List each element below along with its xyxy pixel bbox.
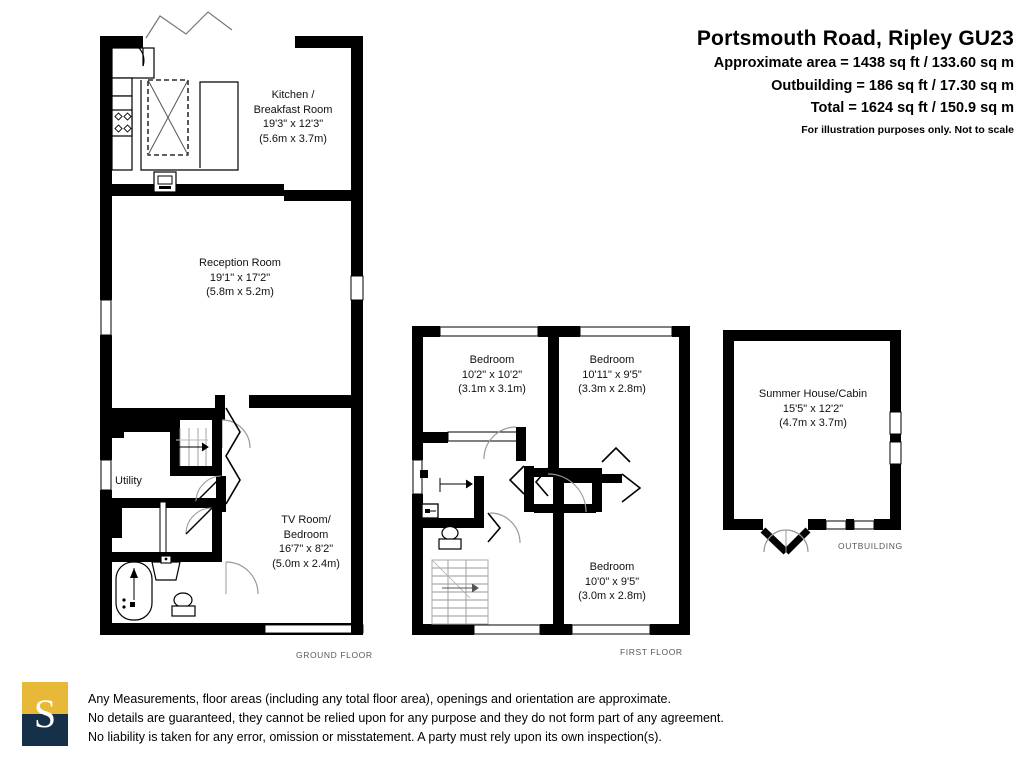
bedroom-1-label: Bedroom [469, 354, 515, 366]
caption-outbuilding: OUTBUILDING [838, 541, 903, 551]
total-area-text: Total = 1624 sq ft / 150.9 sq m [810, 100, 1014, 117]
bedroom-2-label: Bedroom [589, 354, 635, 366]
kitchen-dim-metric: (5.6m x 3.7m) [259, 132, 327, 145]
bedroom-1-dim-imperial: 10'2" x 10'2" [461, 368, 523, 381]
disclaimer-line-2: No details are guaranteed, they cannot b… [88, 710, 724, 725]
reception-dim-imperial: 19'1" x 17'2" [209, 271, 271, 284]
door-arc-tv-room [225, 561, 259, 595]
kitchen-counter-l [140, 80, 239, 171]
page-title: Portsmouth Road, Ripley GU23 [696, 27, 1014, 50]
room-label-tv-room: TV Room/ Bedroom 16'7" x 8'2" (5.0m x 2.… [252, 513, 360, 571]
room-label-bedroom-2: Bedroom 10'11" x 9'5" (3.3m x 2.8m) [560, 353, 664, 397]
bedroom-1-dim-metric: (3.1m x 3.1m) [458, 383, 526, 396]
summer-house-dim-metric: (4.7m x 3.7m) [779, 417, 847, 430]
first-floor-stairs [431, 559, 489, 625]
company-logo: S [22, 682, 68, 746]
bedroom-2-dim-metric: (3.3m x 2.8m) [578, 383, 646, 396]
approximate-area-text: Approximate area = 1438 sq ft / 133.60 s… [713, 55, 1014, 72]
kitchen-label-line2: Breakfast Room [253, 103, 333, 116]
landing-opening-1 [534, 467, 549, 497]
first-floor-hatch [421, 503, 439, 519]
logo-bottom-band [22, 714, 68, 746]
tv-room-label-line2: Bedroom [283, 528, 329, 541]
summer-house-dim-imperial: 15'5" x 12'2" [782, 402, 844, 415]
kitchen-island [147, 79, 189, 156]
bedroom-3-label: Bedroom [589, 561, 635, 573]
landing-opening-3 [621, 473, 642, 503]
tv-room-dim-metric: (5.0m x 2.4m) [272, 557, 340, 570]
kitchen-dim-imperial: 19'3" x 12'3" [262, 118, 324, 131]
room-label-bedroom-3: Bedroom 10'0" x 9'5" (3.0m x 2.8m) [560, 560, 664, 604]
door-arc-reception [221, 419, 251, 449]
landing-opening-2 [601, 446, 631, 463]
bedroom-2-dim-imperial: 10'11" x 9'5" [582, 368, 642, 381]
room-label-utility: Utility [115, 474, 171, 489]
tv-room-label-line1: TV Room/ [281, 514, 331, 526]
kitchen-sink [153, 171, 177, 193]
utility-label: Utility [115, 475, 142, 487]
door-arc-utility [195, 475, 223, 503]
room-label-reception: Reception Room 19'1" x 17'2" (5.8m x 5.2… [175, 256, 305, 300]
door-arc-outbuilding-2 [763, 529, 787, 553]
disclaimer-text: Any Measurements, floor areas (including… [88, 690, 918, 746]
bath-fixture [115, 561, 153, 621]
room-label-bedroom-1: Bedroom 10'2" x 10'2" (3.1m x 3.1m) [440, 353, 544, 397]
tv-room-opening [225, 407, 241, 505]
door-arc-bathroom-first [489, 512, 521, 544]
logo-letter: S [33, 691, 57, 736]
outbuilding-area-text: Outbuilding = 186 sq ft / 17.30 sq m [771, 77, 1014, 94]
summer-house-label: Summer House/Cabin [758, 388, 868, 400]
bedroom-3-dim-metric: (3.0m x 2.8m) [578, 590, 646, 603]
door-arc-bedroom-1 [483, 426, 517, 460]
reception-label: Reception Room [199, 257, 281, 269]
kitchen-label-line1: Kitchen / [271, 89, 315, 101]
outbuilding-plan [723, 330, 902, 555]
header: Portsmouth Road, Ripley GU23 Approximate… [394, 26, 1014, 136]
door-arc-bathroom [185, 507, 213, 535]
caption-first-floor: FIRST FLOOR [620, 647, 683, 657]
door-arc-bedroom-2 [547, 473, 587, 513]
landing-opening-4 [487, 512, 502, 543]
caption-ground-floor: GROUND FLOOR [296, 650, 373, 660]
room-label-summer-house: Summer House/Cabin 15'5" x 12'2" (4.7m x… [737, 387, 889, 431]
landing-opening-5 [508, 465, 525, 495]
disclaimer-line-1: Any Measurements, floor areas (including… [88, 692, 671, 706]
logo-top-band [22, 682, 68, 714]
ground-floor-plan [100, 11, 364, 635]
tv-room-dim-imperial: 16'7" x 8'2" [278, 543, 334, 556]
sink-fixture [151, 555, 181, 581]
roofline-zigzag [145, 11, 233, 39]
disclaimer-line-3: No liability is taken for any error, omi… [88, 729, 662, 744]
footer: S Any Measurements, floor areas (includi… [0, 672, 1024, 768]
bedroom-3-dim-imperial: 10'0" x 9'5" [584, 575, 640, 588]
hob-fixture [111, 109, 133, 137]
reception-dim-metric: (5.8m x 5.2m) [206, 286, 274, 299]
toilet-fixture [171, 592, 196, 617]
first-floor-plan [412, 326, 690, 635]
illustration-note: For illustration purposes only. Not to s… [801, 123, 1014, 136]
door-arc-outbuilding [785, 529, 809, 553]
first-floor-toilet [438, 525, 462, 550]
room-label-kitchen: Kitchen / Breakfast Room 19'3" x 12'3" (… [228, 88, 358, 146]
